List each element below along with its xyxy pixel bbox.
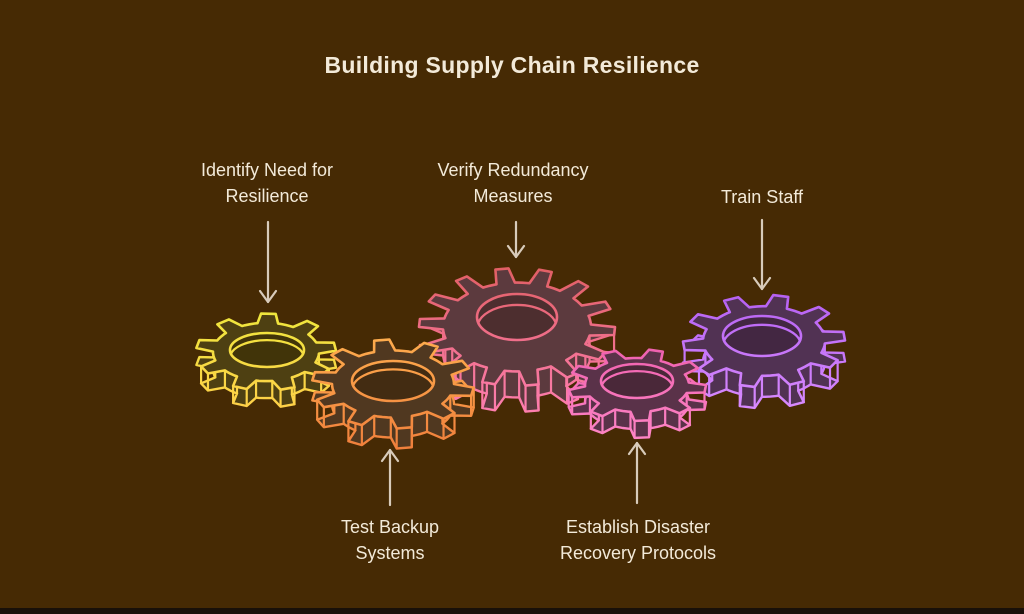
step-label-line: Resilience bbox=[225, 185, 309, 206]
gear-identify-need bbox=[195, 312, 338, 408]
step-label-train-staff: Train Staff bbox=[627, 185, 897, 211]
step-label-verify-redundancy: Verify Redundancy Measures bbox=[378, 158, 648, 209]
arrow-test-backup bbox=[380, 448, 400, 507]
step-label-line: Systems bbox=[355, 542, 425, 563]
step-label-line: Measures bbox=[473, 185, 553, 206]
step-label-identify-need: Identify Need for Resilience bbox=[132, 158, 402, 209]
step-label-line: Verify Redundancy bbox=[437, 160, 589, 180]
step-label-line: Identify Need for bbox=[200, 160, 334, 180]
arrow-identify-need bbox=[258, 220, 278, 304]
arrow-train-staff bbox=[752, 218, 772, 291]
step-label-line: Recovery Protocols bbox=[559, 542, 717, 563]
step-label-establish-disaster: Establish Disaster Recovery Protocols bbox=[503, 515, 773, 566]
gear-verify-redundancy bbox=[417, 267, 617, 413]
step-label-line: Test Backup bbox=[340, 517, 440, 537]
step-label-line: Establish Disaster bbox=[565, 517, 711, 537]
step-label-test-backup: Test Backup Systems bbox=[255, 515, 525, 566]
arrow-verify-redundancy bbox=[506, 220, 526, 259]
gear-test-backup bbox=[311, 338, 475, 450]
page-title: Building Supply Chain Resilience bbox=[324, 52, 700, 78]
bottom-edge-bar bbox=[0, 608, 1024, 614]
step-label-line: Train Staff bbox=[720, 187, 804, 207]
gear-establish-disaster bbox=[567, 348, 708, 440]
arrow-establish-disaster bbox=[627, 441, 647, 505]
gear-train-staff bbox=[681, 293, 847, 410]
